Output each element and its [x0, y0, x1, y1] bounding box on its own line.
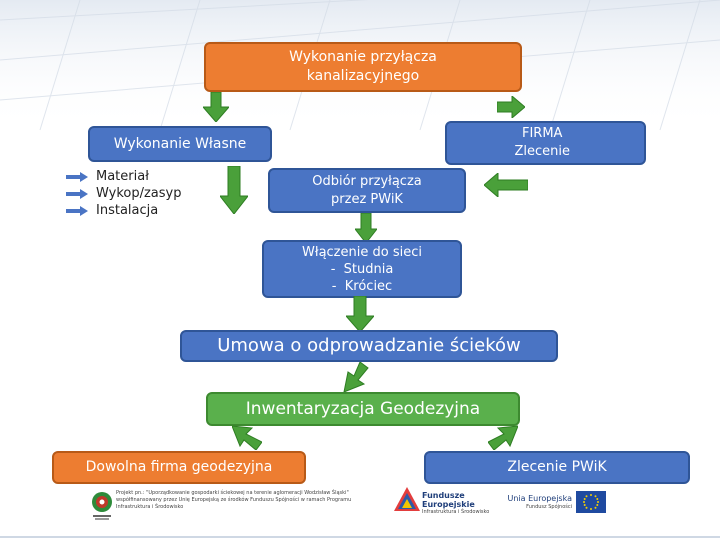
- own-work-box: Wykonanie Własne: [88, 126, 272, 162]
- acceptance-text: Odbiór przyłącza przez PWiK: [312, 173, 422, 207]
- arrow-down-own-to-acceptance: [220, 166, 248, 214]
- own-work-list: Materiał Wykop/zasyp Instalacja: [66, 168, 181, 219]
- contract-box: Umowa o odprowadzanie ścieków: [180, 330, 558, 362]
- arrow-down-connection: [346, 296, 374, 332]
- arrow-right-firm: [497, 96, 525, 118]
- arrow-right-icon: [66, 171, 88, 182]
- connection-title: Włączenie do sieci: [302, 244, 422, 260]
- connection-item: - Króciec: [331, 278, 393, 294]
- pwik-order-text: Zlecenie PWiK: [507, 459, 607, 476]
- any-firm-text: Dowolna firma geodezyjna: [85, 459, 273, 476]
- firm-box: FIRMA Zlecenie: [445, 121, 646, 165]
- arrow-right-icon: [66, 205, 88, 216]
- eu-title: Unia Europejska: [507, 494, 572, 503]
- title-text: Wykonanie przyłącza kanalizacyjnego: [289, 49, 437, 84]
- list-item: Materiał: [66, 168, 181, 185]
- arrow-right-icon: [66, 188, 88, 199]
- contract-text: Umowa o odprowadzanie ścieków: [217, 334, 521, 356]
- eu-sub: Fundusz Spójności: [526, 504, 572, 510]
- own-work-text: Wykonanie Własne: [113, 135, 247, 152]
- eu-text: Unia Europejska Fundusz Spójności: [506, 494, 572, 511]
- fe-sub: Infrastruktura i Środowisko: [422, 509, 490, 515]
- firm-text: FIRMA Zlecenie: [514, 126, 570, 159]
- list-item: Instalacja: [66, 202, 181, 219]
- title-box: Wykonanie przyłącza kanalizacyjnego: [204, 42, 522, 92]
- fundusze-europejskie-logo: [394, 487, 420, 511]
- any-firm-box: Dowolna firma geodezyjna: [52, 451, 306, 484]
- project-text: Projekt pn.: "Uporządkowanie gospodarki …: [116, 490, 352, 510]
- arrow-left-firm-to-acceptance: [484, 173, 528, 197]
- inventory-text: Inwentaryzacja Geodezyjna: [245, 398, 481, 419]
- arrow-down-right-inventory: [488, 425, 518, 450]
- acceptance-box: Odbiór przyłącza przez PWiK: [268, 168, 466, 213]
- fe-title: Fundusze Europejskie: [422, 491, 475, 509]
- arrow-down-left-inventory: [232, 425, 262, 450]
- arrow-down-own: [203, 92, 229, 122]
- list-item: Wykop/zasyp: [66, 185, 181, 202]
- inventory-box: Inwentaryzacja Geodezyjna: [206, 392, 520, 426]
- eu-flag-icon: [576, 491, 606, 513]
- connection-item: - Studnia: [330, 261, 394, 277]
- fundusze-europejskie-text: Fundusze Europejskie Infrastruktura i Śr…: [422, 491, 502, 516]
- arrow-down-acceptance: [355, 213, 377, 243]
- arrow-down-contract: [343, 362, 369, 392]
- connection-box: Włączenie do sieci - Studnia - Króciec: [262, 240, 462, 298]
- city-crest-logo: [92, 492, 112, 520]
- pwik-order-box: Zlecenie PWiK: [424, 451, 690, 484]
